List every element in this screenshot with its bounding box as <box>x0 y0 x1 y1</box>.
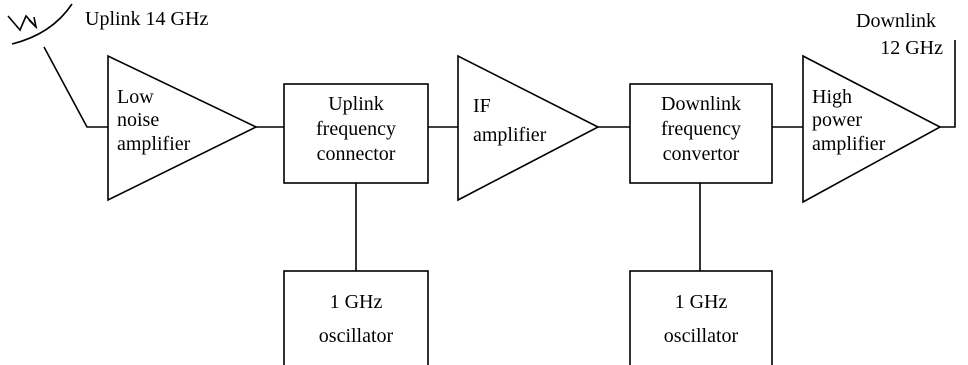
signal-path <box>43 40 956 271</box>
svg-text:High: High <box>812 86 852 108</box>
svg-text:convertor: convertor <box>663 143 740 165</box>
svg-text:connector: connector <box>317 143 396 165</box>
svg-text:1 GHz: 1 GHz <box>330 291 383 313</box>
svg-text:Downlink: Downlink <box>856 10 936 32</box>
uplink-frequency-connector: Uplink frequency connector <box>283 83 429 184</box>
uplink-label: Uplink 14 GHz <box>85 8 208 30</box>
if-amplifier: IF amplifier <box>457 54 600 202</box>
svg-text:IF: IF <box>473 95 491 117</box>
svg-text:oscillator: oscillator <box>319 325 394 347</box>
downlink-frequency-convertor: Downlink frequency convertor <box>629 83 773 184</box>
svg-text:Downlink: Downlink <box>661 93 741 115</box>
high-power-amplifier: High power amplifier <box>802 54 942 204</box>
svg-text:1 GHz: 1 GHz <box>675 291 728 313</box>
svg-text:amplifier: amplifier <box>812 133 886 155</box>
svg-text:12 GHz: 12 GHz <box>880 37 943 59</box>
svg-text:Low: Low <box>117 86 154 108</box>
svg-text:amplifier: amplifier <box>473 124 547 146</box>
oscillator-2: 1 GHz oscillator <box>629 270 773 365</box>
oscillator-1: 1 GHz oscillator <box>283 270 429 365</box>
svg-text:amplifier: amplifier <box>117 133 191 155</box>
svg-text:frequency: frequency <box>316 118 396 140</box>
svg-text:noise: noise <box>117 109 159 131</box>
svg-text:oscillator: oscillator <box>664 325 739 347</box>
low-noise-amplifier: Low noise amplifier <box>107 54 258 202</box>
svg-text:frequency: frequency <box>661 118 741 140</box>
downlink-label: Downlink 12 GHz <box>856 10 943 59</box>
svg-text:Uplink: Uplink <box>328 93 384 115</box>
receive-antenna-icon <box>7 3 73 45</box>
svg-text:power: power <box>812 109 862 131</box>
